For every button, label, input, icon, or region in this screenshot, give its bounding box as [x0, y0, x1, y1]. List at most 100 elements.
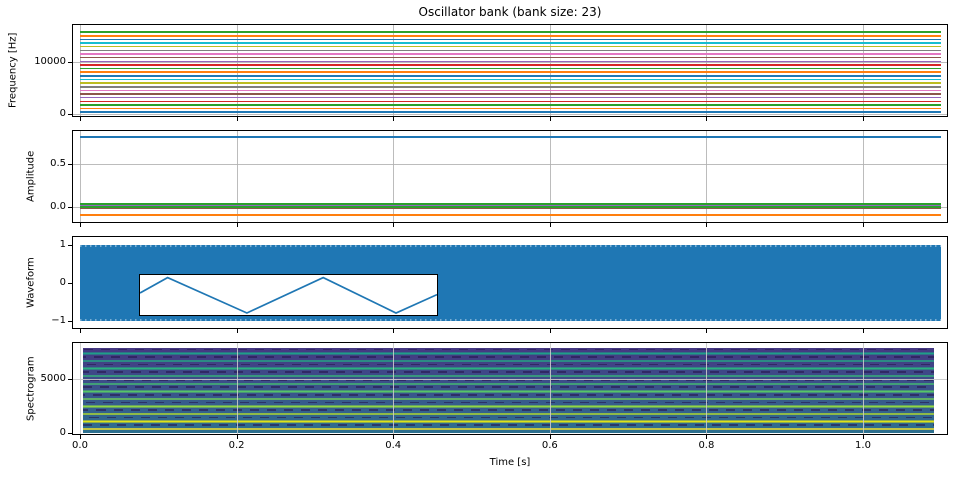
tick-mark — [706, 117, 708, 121]
grid-line — [73, 164, 947, 165]
grid-line — [706, 343, 708, 434]
interference-dashes — [83, 394, 934, 396]
interference-dashes — [83, 386, 934, 389]
harmonic-band — [83, 367, 934, 370]
frequency-line — [80, 60, 941, 63]
frequency-line — [80, 35, 941, 37]
grid-line — [549, 25, 551, 116]
grid-line — [73, 378, 947, 380]
harmonic-band — [83, 352, 934, 355]
x-tick-label: 0.8 — [698, 440, 715, 451]
grid-line — [236, 131, 238, 222]
amplitude-line — [80, 213, 941, 216]
grid-line — [393, 131, 395, 222]
grid-line — [863, 343, 864, 434]
amplitude-line — [80, 206, 941, 208]
tick-label: 0 — [59, 108, 66, 119]
interference-dashes — [83, 356, 934, 358]
x-tick-label: 0.2 — [228, 440, 245, 451]
interference-dashes — [83, 371, 934, 374]
grid-line — [393, 343, 395, 434]
frequency-line — [80, 111, 941, 113]
amplitude-line — [80, 203, 941, 206]
tick-mark — [393, 117, 395, 121]
tick-mark — [68, 378, 72, 380]
ylabel-spectrogram: Spectrogram — [25, 356, 37, 421]
frequency-line — [80, 107, 941, 110]
waveform-inset — [139, 274, 438, 316]
grid-line — [73, 62, 947, 63]
tick-mark — [236, 117, 238, 121]
grid-line — [393, 25, 395, 116]
xlabel-time: Time [s] — [489, 457, 531, 468]
frequency-line — [80, 75, 941, 77]
tick-mark — [80, 329, 81, 333]
frequency-line — [80, 42, 941, 44]
interference-dashes — [83, 401, 934, 404]
frequency-line — [80, 89, 941, 92]
interference-dashes — [83, 416, 934, 419]
tick-mark — [236, 329, 238, 333]
frequency-line — [80, 96, 941, 99]
frequency-line — [80, 64, 941, 66]
frequency-line — [80, 56, 941, 59]
waveform-ripple — [80, 245, 941, 247]
interference-dashes — [83, 409, 934, 411]
harmonic-band — [83, 405, 934, 408]
tick-mark — [80, 117, 81, 121]
spectrogram-image — [83, 347, 934, 433]
frequency-line — [80, 53, 941, 55]
grid-line — [706, 25, 708, 116]
tick-mark — [80, 435, 81, 439]
tick-mark — [549, 329, 551, 333]
tick-mark — [393, 329, 395, 333]
x-tick-label: 0.0 — [72, 440, 88, 451]
harmonic-band — [83, 412, 934, 416]
amplitude-line — [80, 136, 941, 139]
grid-line — [80, 25, 81, 116]
tick-mark — [68, 114, 72, 115]
grid-line — [549, 131, 551, 222]
grid-line — [80, 343, 81, 434]
waveform-ripple — [80, 319, 941, 321]
tick-label: 5000 — [40, 372, 66, 384]
tick-mark — [863, 329, 864, 333]
tick-label: 0 — [59, 427, 66, 438]
grid-line — [549, 343, 551, 434]
frequency-line — [80, 49, 941, 52]
tick-label: 1 — [59, 239, 66, 250]
interference-dashes — [83, 348, 934, 351]
grid-line — [236, 25, 238, 116]
tick-mark — [80, 223, 81, 227]
tick-mark — [236, 435, 238, 439]
frequency-line — [80, 93, 941, 95]
tick-mark — [68, 283, 72, 284]
harmonic-band — [83, 390, 934, 393]
ylabel-frequency: Frequency [Hz] — [7, 32, 19, 109]
tick-label: 0.5 — [50, 158, 66, 169]
tick-mark — [706, 329, 708, 333]
interference-dashes — [83, 424, 934, 427]
tick-mark — [68, 245, 72, 246]
tick-mark — [706, 435, 708, 439]
grid-line — [863, 131, 864, 222]
frequency-line — [80, 78, 941, 81]
tick-label: 0.0 — [50, 201, 66, 212]
frequency-line — [80, 82, 941, 84]
frequency-line — [80, 104, 941, 106]
frequency-line — [80, 86, 941, 88]
frequency-line — [80, 38, 941, 41]
frequency-line — [80, 45, 941, 48]
frequency-line — [80, 71, 941, 73]
tick-mark — [549, 117, 551, 121]
tick-label: −1 — [51, 315, 66, 326]
frequency-line — [80, 100, 941, 103]
x-tick-label: 0.4 — [385, 440, 402, 451]
grid-line — [863, 25, 864, 116]
tick-mark — [68, 321, 72, 322]
figure-title: Oscillator bank (bank size: 23) — [418, 5, 602, 19]
grid-line — [236, 343, 238, 434]
x-tick-label: 0.6 — [541, 440, 558, 451]
frequency-line — [80, 67, 941, 70]
